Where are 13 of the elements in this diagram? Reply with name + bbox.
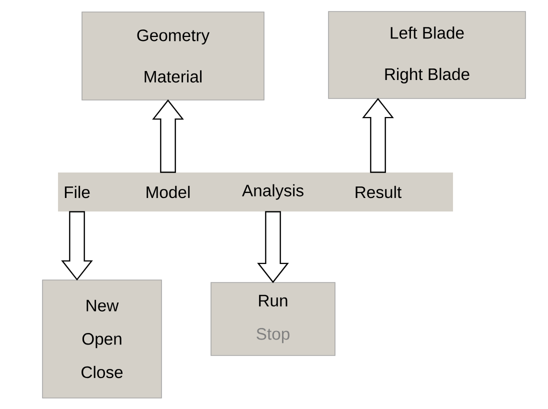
block-arrow <box>257 211 289 284</box>
menu-item: Analysis <box>242 184 304 200</box>
menu-box: Run Stop <box>210 282 336 356</box>
menu-item: File <box>64 186 90 198</box>
menu-box: Geometry Material <box>82 12 264 100</box>
menu-bar <box>58 172 453 212</box>
block-arrow <box>362 98 394 173</box>
menu-box: Left Blade Right Blade <box>328 11 526 99</box>
menu-item: Model <box>146 186 190 198</box>
block-arrow <box>152 99 184 173</box>
menu-box: New Open Close <box>42 280 162 398</box>
menu-item: Result <box>356 186 402 198</box>
block-arrow <box>61 211 93 281</box>
